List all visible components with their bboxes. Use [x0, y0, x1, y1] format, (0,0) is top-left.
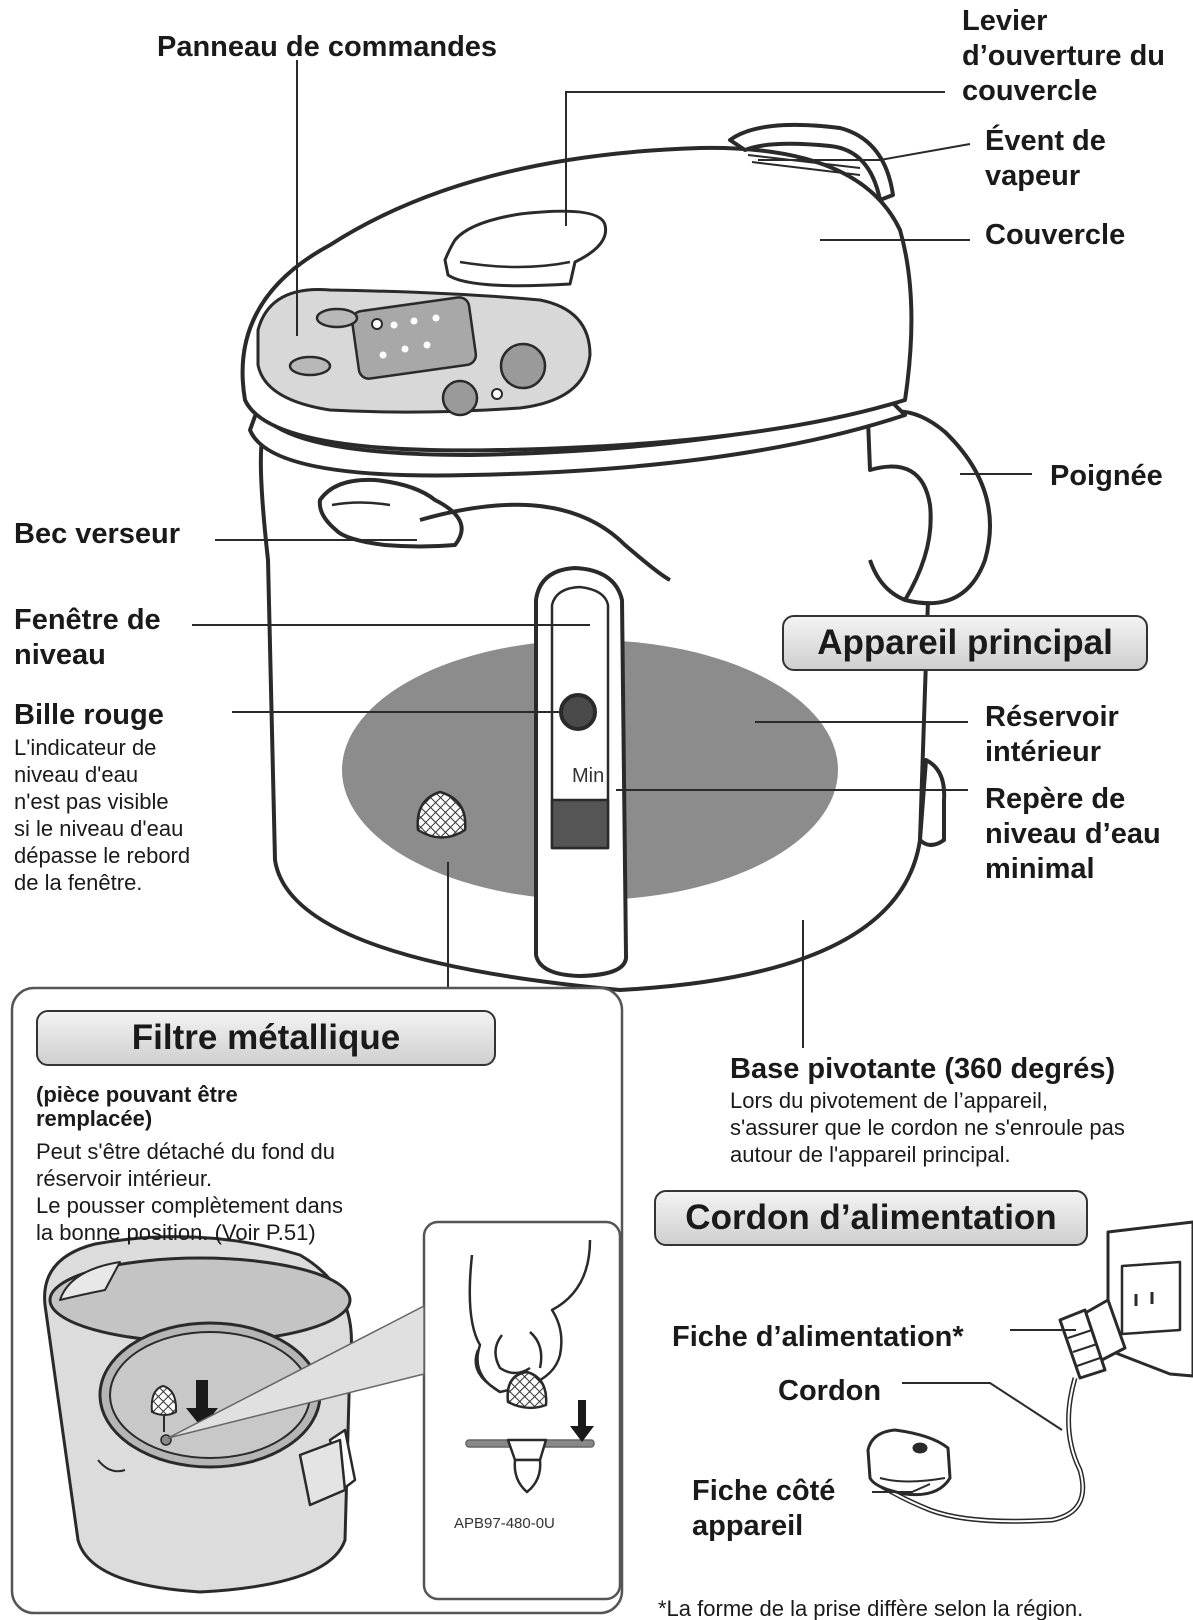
label-red-ball: Bille rouge [14, 699, 164, 731]
label-spout: Bec verseur [14, 518, 181, 550]
label-control-panel: Panneau de commandes [157, 31, 498, 63]
label-level-window: Fenêtre de niveau [14, 604, 161, 671]
spout-shape [317, 477, 464, 549]
cord-leaders [872, 1329, 1076, 1493]
leader-lines [192, 60, 1032, 1048]
tank-interior-view [43, 1235, 357, 1594]
lid-rim [248, 398, 907, 478]
filter-closeup-box [422, 1220, 622, 1601]
label-cord: Cordon [778, 1375, 882, 1407]
steam-vent-shape [728, 122, 895, 202]
label-power-plug: Fiche d’alimentation* [672, 1321, 964, 1353]
label-lid-lever: Levier d’ouverture du couvercle [962, 5, 1166, 107]
min-marking: Min [572, 765, 605, 787]
label-steam-vent: Évent de vapeur [985, 125, 1106, 192]
side-tab [918, 758, 947, 847]
lid-lever-shape [443, 209, 608, 288]
label-replaceable: (pièce pouvant être remplacée) [36, 1082, 238, 1131]
label-appliance-plug: Fiche côté appareil [692, 1475, 836, 1542]
hand-closeup [465, 1239, 595, 1494]
part-code: APB97-480-0U [454, 1515, 555, 1532]
thermo-pot [240, 122, 992, 992]
label-min-mark: Repère de niveau d’eau minimal [985, 783, 1161, 885]
appliance-plug-shape [866, 1428, 952, 1497]
label-inner-tank: Réservoir intérieur [985, 701, 1119, 768]
filter-instructions: Peut s'être détaché du fond du réservoir… [36, 1139, 343, 1245]
level-window-dark [550, 798, 610, 850]
red-ball-shape [559, 693, 597, 731]
footnote: *La forme de la prise diffère selon la r… [658, 1596, 1084, 1620]
power-cord-illustration [866, 1220, 1193, 1524]
zoom-cone [167, 1304, 425, 1439]
label-handle: Poignée [1050, 460, 1163, 492]
note-swivel-base: Lors du pivotement de l’appareil, s'assu… [730, 1088, 1125, 1167]
section-filter: Filtre métallique [36, 1010, 496, 1066]
label-swivel-base: Base pivotante (360 degrés) [730, 1053, 1116, 1085]
filter-icon [416, 790, 467, 839]
section-power-cord: Cordon d’alimentation [654, 1190, 1088, 1246]
handle-shape [866, 409, 992, 606]
note-red-ball: L'indicateur de niveau d'eau n'est pas v… [14, 735, 191, 895]
label-lid: Couvercle [985, 219, 1126, 251]
section-main-unit: Appareil principal [782, 615, 1148, 671]
